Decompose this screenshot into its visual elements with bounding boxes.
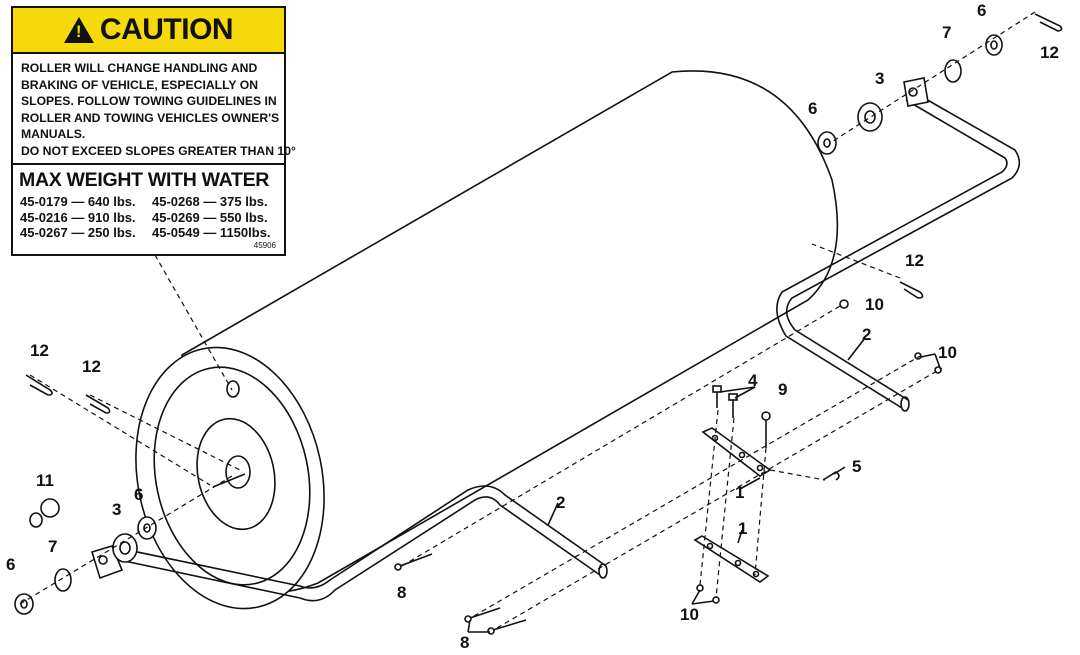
weight-entry: 45-0269 — 550 lbs. — [152, 209, 268, 225]
hairpin-clips — [25, 13, 1063, 481]
callout-8: 8 — [397, 583, 406, 602]
washers-bearings — [14, 34, 1003, 615]
caution-message-line: ROLLER WILL CHANGE HANDLING AND — [21, 61, 258, 75]
weight-table: 45-0179 — 640 lbs. 45-0268 — 375 lbs. 45… — [20, 194, 284, 241]
decal-code: 45906 — [253, 241, 276, 250]
callout-6: 6 — [808, 99, 817, 118]
callout-9: 9 — [778, 380, 787, 399]
callout-4: 4 — [748, 371, 758, 390]
weight-entry: 45-0179 — 640 lbs. — [20, 194, 136, 209]
weight-entry: 45-0267 — 250 lbs. — [20, 225, 136, 240]
caution-decal: ! CAUTION ROLLER WILL CHANGE HANDLING AN… — [11, 6, 296, 256]
assembly-lines — [19, 11, 1036, 629]
callout-12: 12 — [1040, 43, 1059, 62]
caution-message-line: SLOPES. FOLLOW TOWING GUIDELINES IN — [21, 94, 277, 108]
callout-12: 12 — [82, 357, 101, 376]
callout-10: 10 — [680, 605, 699, 624]
callout-3: 3 — [112, 500, 121, 519]
callout-2: 2 — [862, 325, 871, 344]
callout-11: 11 — [36, 471, 54, 490]
callout-labels: 12 6 7 3 6 12 10 2 10 4 9 5 1 1 2 10 8 8… — [6, 1, 1059, 652]
mounting-plates — [693, 427, 772, 583]
callout-10: 10 — [865, 295, 884, 314]
caution-title: CAUTION — [99, 13, 234, 46]
caution-message: ROLLER WILL CHANGE HANDLING AND BRAKING … — [13, 54, 296, 165]
warning-triangle-icon: ! — [63, 17, 94, 43]
weight-heading: MAX WEIGHT WITH WATER — [19, 169, 270, 191]
callout-1: 1 — [735, 483, 744, 502]
callout-10: 10 — [938, 343, 957, 362]
callout-12: 12 — [905, 251, 924, 270]
callout-5: 5 — [852, 457, 861, 476]
bolts — [394, 299, 942, 635]
caution-message-line: MANUALS. — [21, 127, 86, 141]
leader-lines — [467, 337, 941, 633]
callout-2: 2 — [556, 493, 565, 512]
roller-drum — [135, 70, 839, 610]
weight-entry: 45-0216 — 910 lbs. — [20, 209, 136, 225]
caution-message-line: BRAKING OF VEHICLE, ESPECIALLY ON — [21, 77, 259, 92]
caution-header: ! CAUTION — [13, 8, 284, 54]
callout-3: 3 — [875, 69, 884, 88]
weight-entry: 45-0268 — 375 lbs. — [152, 194, 268, 209]
callout-6: 6 — [977, 1, 986, 20]
callout-6: 6 — [134, 485, 143, 504]
callout-6: 6 — [6, 555, 15, 574]
caution-message-line: DO NOT EXCEED SLOPES GREATER THAN 10° — [21, 143, 296, 158]
callout-7: 7 — [48, 537, 57, 556]
weight-entry: 45-0549 — 1150lbs. — [152, 225, 271, 240]
callout-1: 1 — [738, 519, 747, 538]
tow-frame — [90, 77, 1021, 602]
callout-7: 7 — [942, 23, 951, 42]
callout-8: 8 — [460, 633, 469, 652]
callout-12: 12 — [30, 341, 49, 360]
caution-message-line: ROLLER AND TOWING VEHICLES OWNER'S — [21, 110, 280, 125]
